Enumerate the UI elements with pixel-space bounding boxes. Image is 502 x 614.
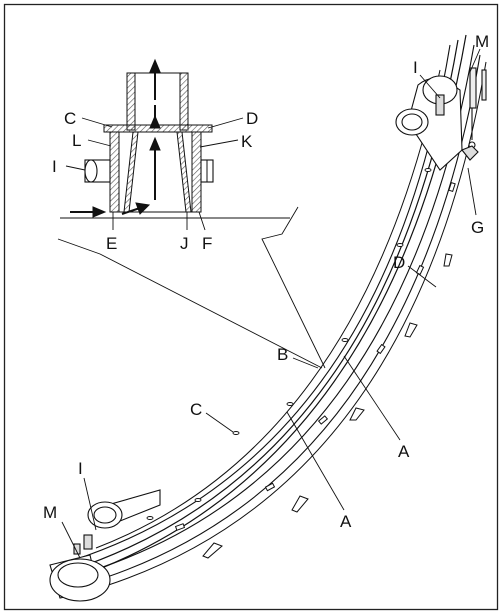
inset-label-D: D [246,109,258,128]
detail-projection-lines [57,206,326,369]
inset-label-L: L [72,131,81,150]
inset-label-K: K [241,132,253,151]
drawing-frame [3,3,499,611]
outlet-pipe-right-wall [179,72,189,131]
top-mount-bracket [395,67,487,171]
nozzle-right-wall [176,131,192,213]
rail-openings [146,168,432,520]
label-D-mid: D [393,253,405,272]
label-B: B [277,345,288,364]
label-M-bottom: M [43,503,57,522]
curved-pipe-assembly [49,34,487,602]
inset-label-C: C [64,109,76,128]
inset-leaders [65,117,244,231]
left-sleeve [109,131,120,213]
label-M-top: M [475,32,489,51]
label-A-low: A [340,512,352,531]
flow-arrows [70,58,161,218]
callout-leaders [61,48,481,559]
inset-cross-section: C D L K I E J F [52,58,290,253]
inset-label-F: F [202,234,212,253]
underside-fins [202,253,453,559]
bottom-mount-bracket [49,489,161,602]
inset-label-E: E [106,234,117,253]
rail-slots [174,181,456,531]
label-I-top: I [413,58,418,77]
nozzle-left-wall [123,131,139,213]
label-G: G [471,218,484,237]
inset-label-J: J [180,234,189,253]
label-A-right: A [398,442,410,461]
label-I-bottom: I [78,459,83,478]
inset-label-I: I [52,157,57,176]
label-C-mid: C [190,400,202,419]
outlet-pipe-left-wall [126,72,136,131]
right-sleeve [191,131,202,213]
